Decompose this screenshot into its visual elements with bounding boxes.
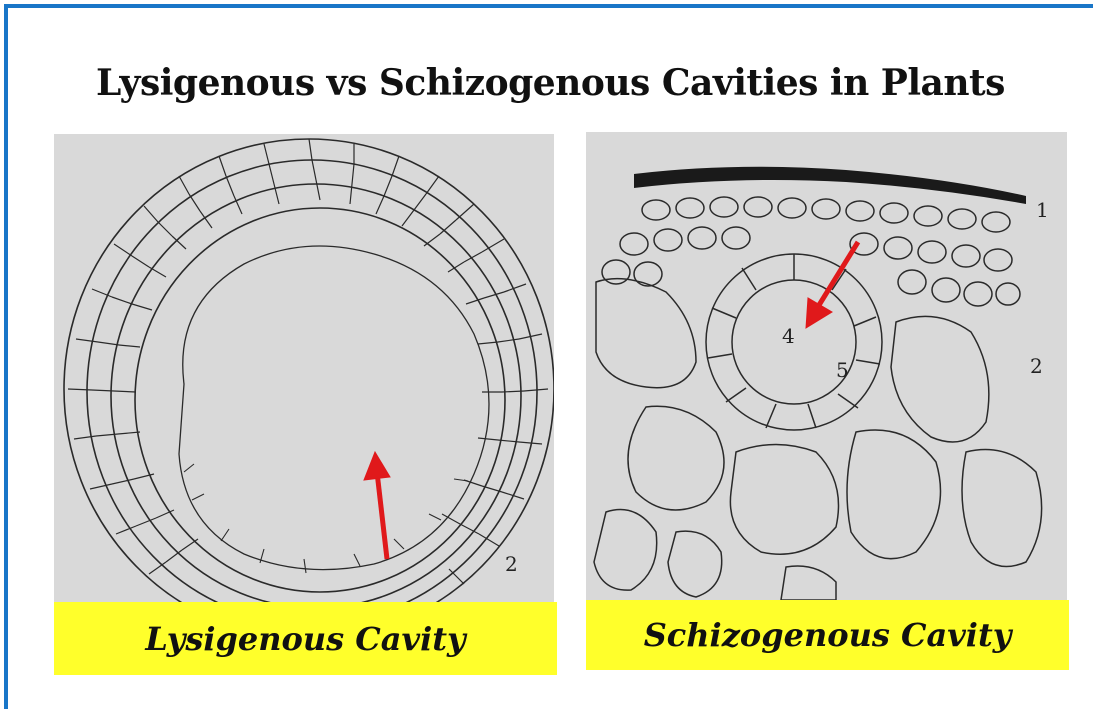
schizogenous-drawing (586, 132, 1067, 600)
lysigenous-illustration: 2 (54, 134, 554, 602)
lysigenous-drawing (54, 134, 554, 602)
schizogenous-caption: Schizogenous Cavity (586, 600, 1069, 670)
label-2: 2 (1030, 354, 1043, 378)
label-1: 1 (1036, 198, 1049, 222)
label-5: 5 (836, 358, 849, 382)
lysigenous-caption: Lysigenous Cavity (54, 602, 557, 675)
schizogenous-illustration: 1 2 4 5 (586, 132, 1067, 600)
label-4: 4 (782, 324, 795, 348)
figure-number: 2 (505, 552, 518, 576)
slide-title: Lysigenous vs Schizogenous Cavities in P… (0, 62, 1101, 104)
